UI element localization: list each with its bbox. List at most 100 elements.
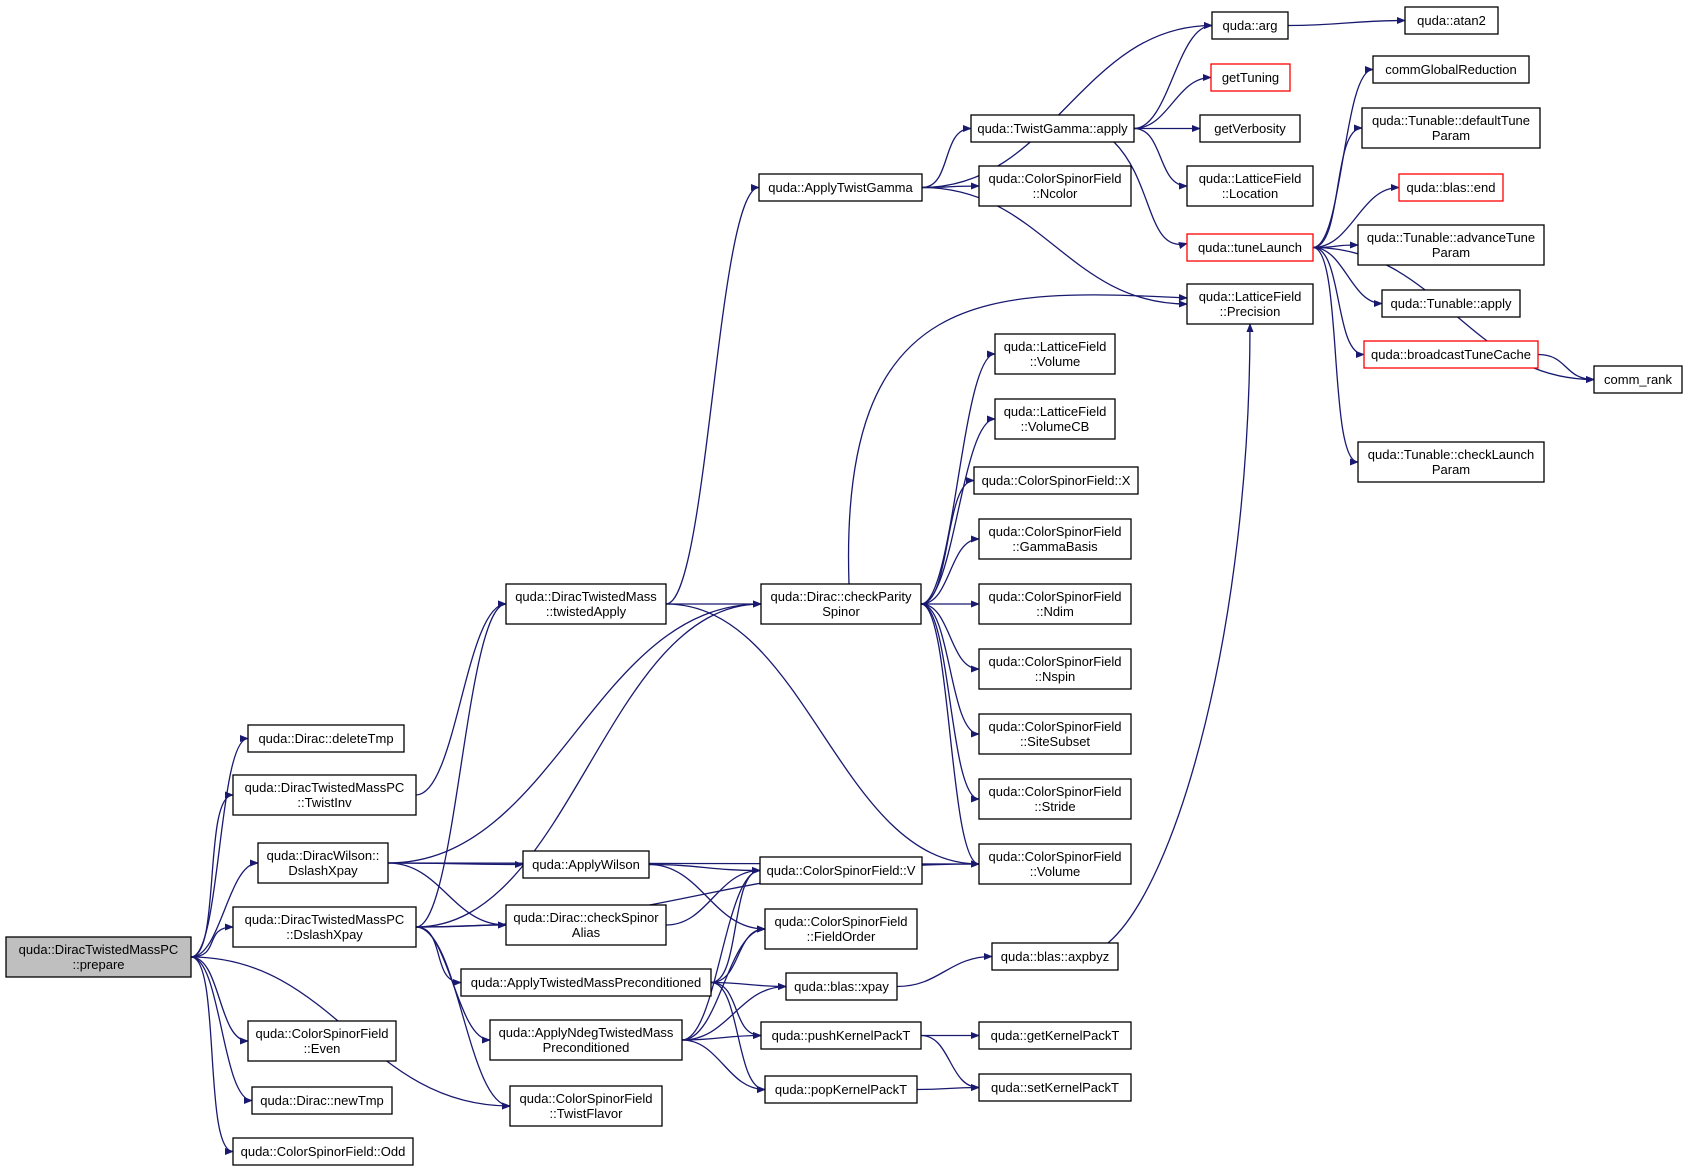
- node-wilsonXpay[interactable]: quda::DiracWilson::DslashXpay: [257, 842, 389, 884]
- node-label: quda::Tunable::advanceTune: [1367, 230, 1535, 245]
- node-label: quda::ColorSpinorField::V: [767, 863, 916, 878]
- edge-xpay-to-axpbyz: [896, 952, 993, 988]
- node-box: [764, 908, 918, 950]
- function-nodes: quda::DiracTwistedMassPC::preparequda::D…: [5, 6, 1683, 1166]
- node-precision[interactable]: quda::LatticeField::Precision: [1186, 283, 1314, 325]
- node-newTmp[interactable]: quda::Dirac::newTmp: [251, 1086, 393, 1115]
- edge-axpbyz-to-precision: [1107, 323, 1254, 944]
- node-pushK[interactable]: quda::pushKernelPackT: [760, 1021, 922, 1050]
- node-gammaBasis[interactable]: quda::ColorSpinorField::GammaBasis: [978, 518, 1132, 560]
- node-label: quda::ColorSpinorField: [775, 914, 908, 929]
- node-setKPT[interactable]: quda::setKernelPackT: [978, 1073, 1132, 1102]
- node-lfVolumeCB[interactable]: quda::LatticeField::VolumeCB: [994, 398, 1116, 440]
- node-label: ::Nspin: [1035, 669, 1075, 684]
- node-label: comm_rank: [1604, 372, 1672, 387]
- node-twistedApply[interactable]: quda::DiracTwistedMass::twistedApply: [505, 583, 667, 625]
- node-label: Param: [1432, 128, 1470, 143]
- edge-checkParity-to-lfVolumeCB: [920, 415, 996, 605]
- node-tunApply[interactable]: quda::Tunable::apply: [1381, 289, 1521, 318]
- edge-wilsonXpay-to-checkAlias: [387, 862, 507, 929]
- node-arg[interactable]: quda::arg: [1211, 11, 1289, 40]
- node-label: ::VolumeCB: [1021, 419, 1090, 434]
- edge-tgApply-to-location: [1133, 127, 1188, 190]
- node-blasEnd[interactable]: quda::blas::end: [1398, 173, 1504, 202]
- node-applyTwistGamma[interactable]: quda::ApplyTwistGamma: [758, 173, 923, 202]
- node-label: quda::ColorSpinorField: [989, 784, 1122, 799]
- node-label: ::TwistFlavor: [550, 1106, 624, 1121]
- edge-checkParity-to-csfVolume: [920, 603, 980, 868]
- node-label: quda::LatticeField: [1199, 171, 1302, 186]
- edge-wilsonXpay-to-checkParity: [387, 600, 762, 864]
- node-box: [1363, 340, 1539, 369]
- node-siteSubset[interactable]: quda::ColorSpinorField::SiteSubset: [978, 713, 1132, 755]
- node-csfV[interactable]: quda::ColorSpinorField::V: [759, 856, 923, 885]
- edge-checkParity-to-csfX: [920, 476, 975, 605]
- edge-tuneLaunch-to-blasEnd: [1312, 183, 1400, 249]
- node-box: [1593, 365, 1683, 394]
- node-label: quda::LatticeField: [1004, 404, 1107, 419]
- node-even[interactable]: quda::ColorSpinorField::Even: [247, 1020, 397, 1062]
- node-tuneLaunch[interactable]: quda::tuneLaunch: [1186, 233, 1314, 262]
- node-atmp[interactable]: quda::ApplyTwistedMassPreconditioned: [460, 968, 712, 997]
- node-axpbyz[interactable]: quda::blas::axpbyz: [991, 942, 1119, 971]
- edge-andeg-to-popK: [681, 1039, 766, 1094]
- node-csfX[interactable]: quda::ColorSpinorField::X: [973, 466, 1139, 495]
- edge-tgApply-to-tuneLaunch: [1113, 141, 1188, 249]
- node-label: DslashXpay: [288, 863, 358, 878]
- node-bcast[interactable]: quda::broadcastTuneCache: [1363, 340, 1539, 369]
- node-box: [978, 518, 1132, 560]
- edge-prepare-to-twistInv: [190, 791, 234, 958]
- edge-andeg-to-xpay: [681, 982, 787, 1041]
- node-box: [1372, 55, 1530, 84]
- node-location[interactable]: quda::LatticeField::Location: [1186, 165, 1314, 207]
- node-label: ::SiteSubset: [1020, 734, 1090, 749]
- node-getKPT[interactable]: quda::getKernelPackT: [978, 1021, 1132, 1050]
- node-xpay[interactable]: quda::blas::xpay: [785, 972, 898, 1001]
- edge-tmpcXpay-to-checkParity: [415, 600, 762, 928]
- node-applyWilson[interactable]: quda::ApplyWilson: [522, 850, 650, 879]
- node-deleteTmp[interactable]: quda::Dirac::deleteTmp: [247, 724, 405, 753]
- node-box: [1361, 107, 1541, 149]
- edge-prepare-to-even: [190, 956, 249, 1045]
- node-label: quda::blas::end: [1407, 180, 1496, 195]
- node-lfVolume[interactable]: quda::LatticeField::Volume: [994, 333, 1116, 375]
- node-twistFlavor[interactable]: quda::ColorSpinorField::TwistFlavor: [509, 1085, 663, 1127]
- node-label: quda::DiracTwistedMassPC: [245, 780, 405, 795]
- node-csfVolume[interactable]: quda::ColorSpinorField::Volume: [978, 843, 1132, 885]
- node-atan2[interactable]: quda::atan2: [1404, 6, 1499, 35]
- node-fieldOrder[interactable]: quda::ColorSpinorField::FieldOrder: [764, 908, 918, 950]
- node-ndim[interactable]: quda::ColorSpinorField::Ndim: [978, 583, 1132, 625]
- node-commRank[interactable]: comm_rank: [1593, 365, 1683, 394]
- edge-andeg-to-csfV: [681, 866, 761, 1041]
- node-popK[interactable]: quda::popKernelPackT: [764, 1075, 918, 1104]
- node-getTuning[interactable]: getTuning: [1210, 63, 1291, 92]
- node-tmpcXpay[interactable]: quda::DiracTwistedMassPC::DslashXpay: [232, 906, 417, 948]
- node-getVerbosity[interactable]: getVerbosity: [1199, 114, 1301, 143]
- node-box: [505, 904, 667, 946]
- node-twistInv[interactable]: quda::DiracTwistedMassPC::TwistInv: [232, 774, 417, 816]
- node-commGR[interactable]: commGlobalReduction: [1372, 55, 1530, 84]
- node-label: Param: [1432, 462, 1470, 477]
- node-box: [978, 713, 1132, 755]
- node-label: quda::Dirac::newTmp: [260, 1093, 384, 1108]
- node-box: [1357, 224, 1545, 266]
- node-odd[interactable]: quda::ColorSpinorField::Odd: [232, 1137, 414, 1166]
- node-box: [1210, 63, 1291, 92]
- node-stride[interactable]: quda::ColorSpinorField::Stride: [978, 778, 1132, 820]
- node-ncolor[interactable]: quda::ColorSpinorField::Ncolor: [978, 165, 1132, 207]
- edge-tuneLaunch-to-checkLaunch: [1312, 246, 1359, 466]
- node-prepare[interactable]: quda::DiracTwistedMassPC::prepare: [5, 936, 192, 978]
- node-nspin[interactable]: quda::ColorSpinorField::Nspin: [978, 648, 1132, 690]
- edge-pushK-to-setKPT: [920, 1034, 980, 1092]
- node-label: quda::Tunable::checkLaunch: [1368, 447, 1534, 462]
- node-tgApply[interactable]: quda::TwistGamma::apply: [970, 114, 1135, 143]
- edge-tgApply-to-arg: [1133, 21, 1213, 130]
- node-box: [522, 850, 650, 879]
